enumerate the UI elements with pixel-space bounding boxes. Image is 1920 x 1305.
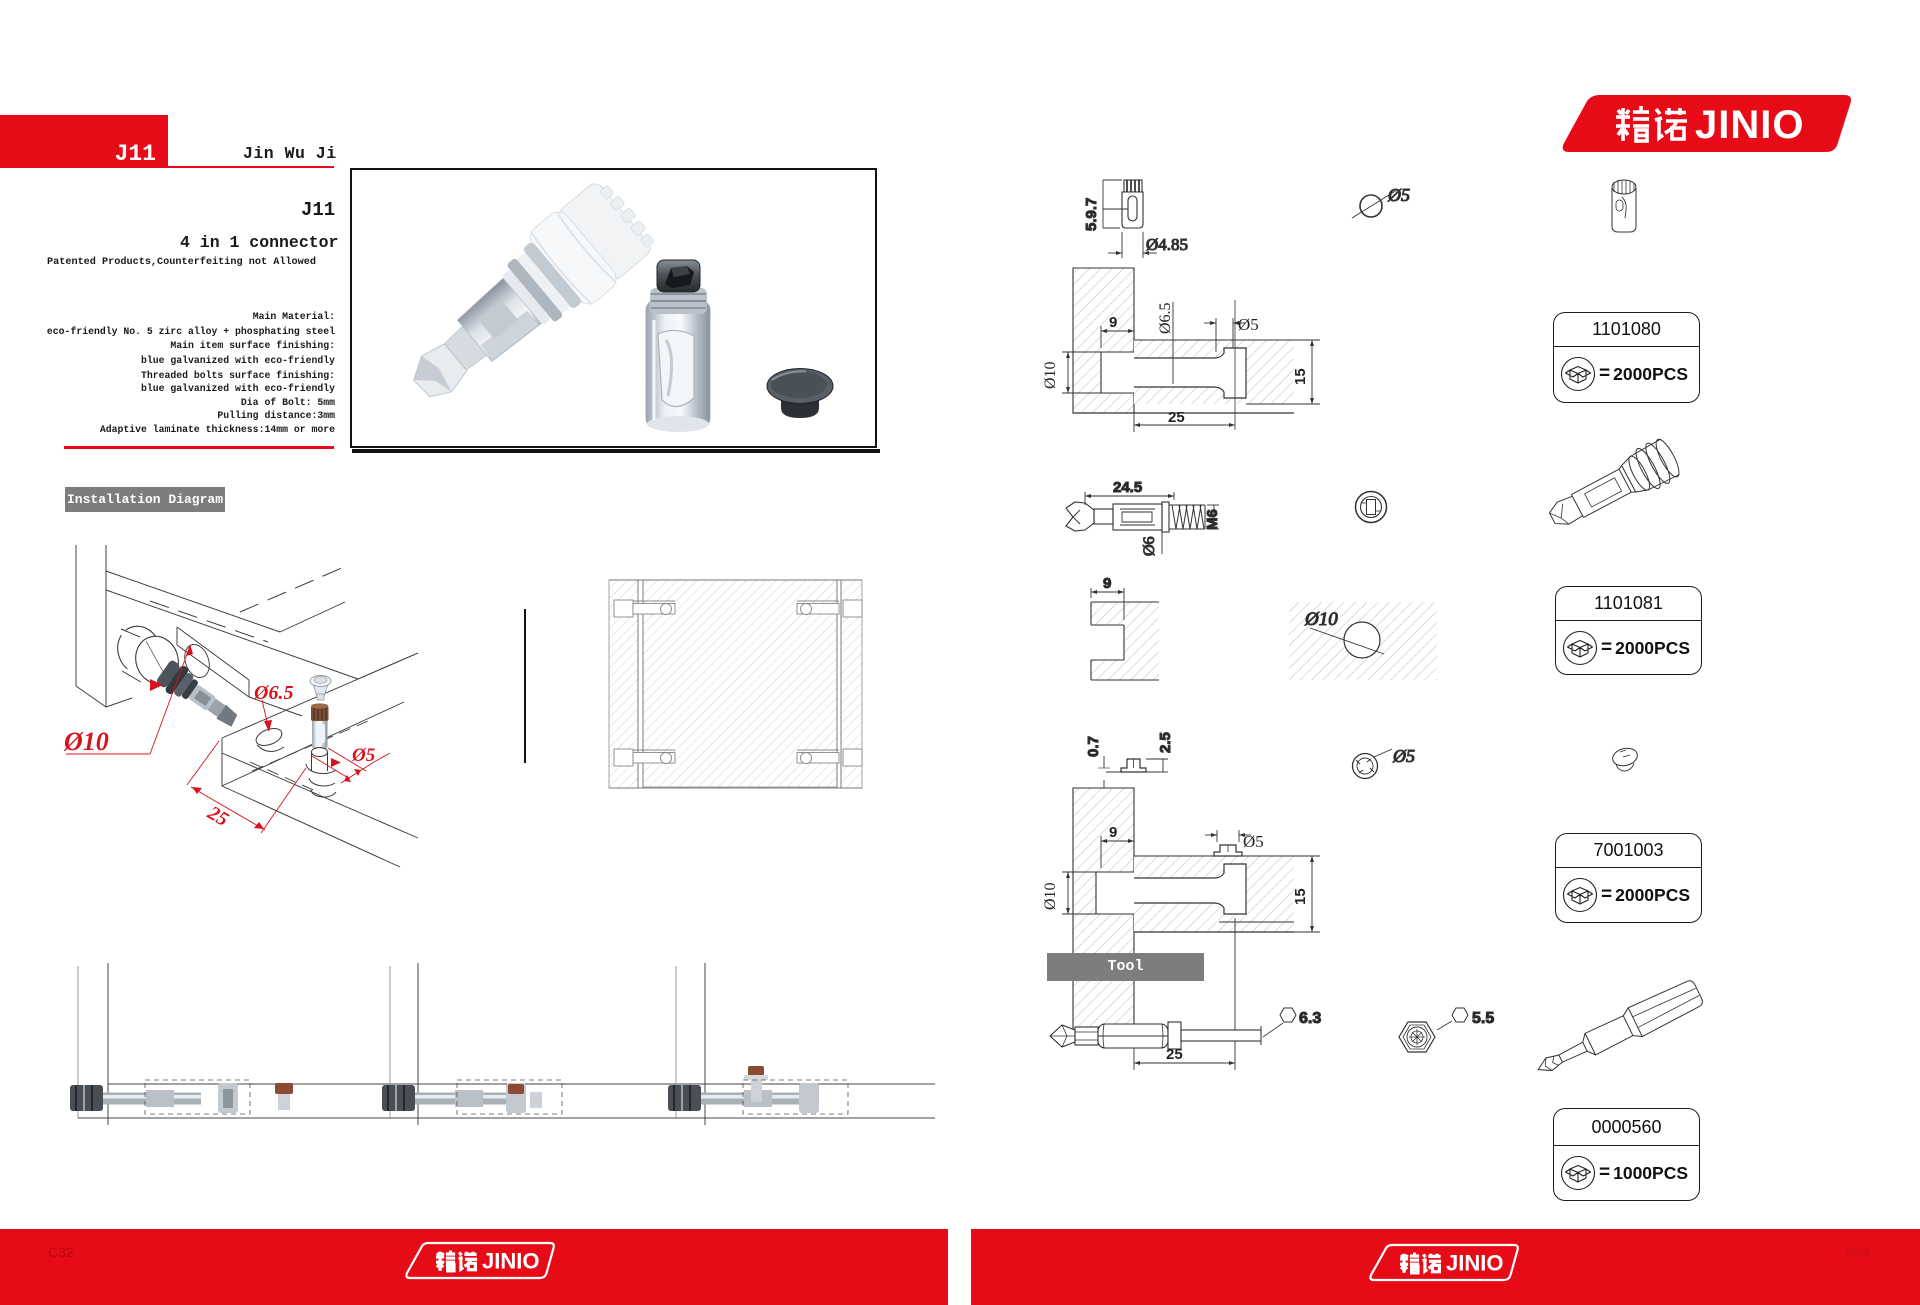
svg-text:M6: M6 bbox=[1204, 509, 1221, 530]
svg-text:Ø10: Ø10 bbox=[1304, 609, 1338, 630]
svg-text:2.5: 2.5 bbox=[1157, 732, 1174, 753]
svg-text:9: 9 bbox=[1109, 314, 1117, 331]
svg-text:24.5: 24.5 bbox=[1113, 479, 1142, 496]
svg-text:Ø5: Ø5 bbox=[351, 745, 376, 766]
svg-text:15: 15 bbox=[1292, 888, 1309, 905]
svg-text:Ø5: Ø5 bbox=[1387, 185, 1410, 205]
svg-text:Ø5: Ø5 bbox=[1392, 746, 1415, 766]
svg-text:6.3: 6.3 bbox=[1299, 1010, 1321, 1027]
svg-text:JINIO: JINIO bbox=[1695, 103, 1804, 147]
svg-text:25: 25 bbox=[1168, 409, 1185, 426]
svg-text:5.9.7: 5.9.7 bbox=[1083, 198, 1100, 231]
svg-text:9: 9 bbox=[1109, 824, 1117, 841]
svg-text:25: 25 bbox=[203, 801, 232, 831]
svg-text:JINIO: JINIO bbox=[482, 1249, 539, 1274]
svg-text:Ø6.5: Ø6.5 bbox=[253, 682, 293, 704]
svg-text:9: 9 bbox=[1103, 575, 1111, 592]
svg-text:Ø10: Ø10 bbox=[63, 727, 109, 756]
svg-text:Ø4.85: Ø4.85 bbox=[1146, 235, 1188, 254]
svg-text:25: 25 bbox=[1166, 1046, 1183, 1063]
svg-text:Ø10: Ø10 bbox=[1042, 361, 1059, 389]
svg-text:JINIO: JINIO bbox=[1446, 1251, 1503, 1276]
svg-text:Ø6.5: Ø6.5 bbox=[1157, 302, 1174, 334]
svg-text:Ø5: Ø5 bbox=[1238, 315, 1259, 334]
svg-text:Ø5: Ø5 bbox=[1243, 832, 1264, 851]
svg-text:0.7: 0.7 bbox=[1085, 736, 1102, 757]
svg-text:5.5: 5.5 bbox=[1472, 1010, 1494, 1027]
svg-text:Ø6: Ø6 bbox=[1141, 536, 1158, 556]
svg-text:15: 15 bbox=[1292, 368, 1309, 385]
svg-text:Ø10: Ø10 bbox=[1042, 882, 1059, 910]
